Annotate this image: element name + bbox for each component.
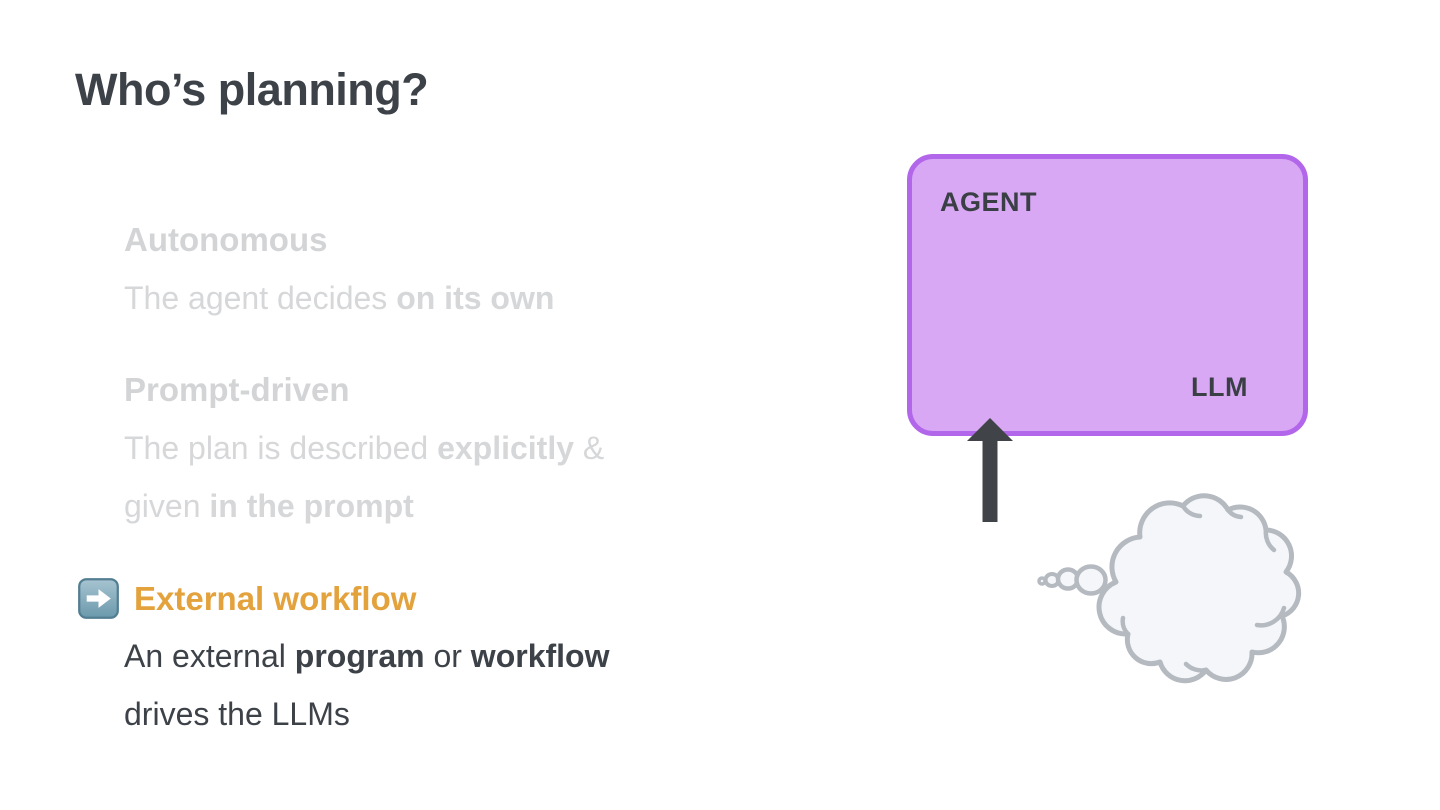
body-text: or	[424, 638, 471, 674]
body-text-bold: explicitly	[437, 430, 575, 466]
body-text-bold: on its own	[396, 280, 555, 316]
item-body-line2: given in the prompt	[124, 477, 604, 535]
body-text-bold: in the prompt	[209, 488, 414, 524]
body-text-bold: program	[294, 638, 425, 674]
item-body-line1: An external program or workflow	[124, 627, 609, 685]
item-body: The agent decides on its own	[124, 269, 554, 327]
agent-label: AGENT	[940, 187, 1037, 217]
agent-box: AGENT LLM	[907, 154, 1308, 436]
item-heading: External workflow	[134, 579, 417, 617]
body-text: &	[574, 430, 605, 466]
item-heading: Prompt-driven	[124, 371, 350, 408]
body-text: An external	[124, 638, 295, 674]
item-heading: Autonomous	[124, 221, 328, 258]
thought-cloud	[1037, 492, 1320, 690]
body-text-bold: workflow	[470, 638, 610, 674]
body-text: The agent decides	[124, 280, 397, 316]
llm-label: LLM	[1191, 372, 1248, 402]
item-body-line1: The plan is described explicitly &	[124, 419, 604, 477]
slide-title: Who’s planning?	[75, 64, 429, 115]
list-item-external-workflow-body: An external program or workflow drives t…	[124, 627, 609, 743]
list-item-prompt-driven: Prompt-driven The plan is described expl…	[124, 361, 604, 535]
item-body-line2: drives the LLMs	[124, 696, 350, 732]
body-text: The plan is described	[124, 430, 438, 466]
body-text: given	[124, 488, 210, 524]
list-item-external-workflow-heading: External workflow	[78, 569, 416, 627]
up-arrow	[965, 418, 1015, 522]
right-arrow-icon	[78, 577, 119, 619]
list-item-autonomous: Autonomous The agent decides on its own	[124, 211, 554, 327]
